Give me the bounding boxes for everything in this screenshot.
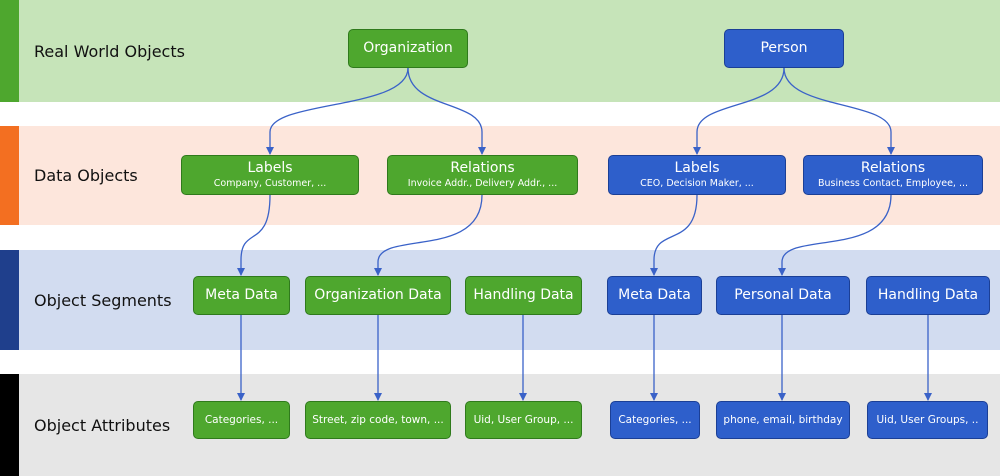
personal-data-title: Personal Data [734, 287, 832, 304]
personal-attributes-node[interactable]: phone, email, birthday [716, 401, 850, 439]
arrow-org-relations-to-orgdata [374, 194, 483, 276]
band-real-world-objects-label: Real World Objects [34, 41, 185, 61]
arrow-person-labels-to-meta [650, 194, 698, 276]
arrow-org-labels-to-meta [237, 194, 271, 276]
person-node-title: Person [760, 40, 808, 57]
person-relations-node[interactable]: Relations Business Contact, Employee, ..… [803, 155, 983, 195]
org-handling-data-node[interactable]: Handling Data [465, 276, 582, 315]
person-handling-attributes-node[interactable]: Uid, User Groups, .. [867, 401, 988, 439]
organization-data-node[interactable]: Organization Data [305, 276, 451, 315]
band-data-objects-label: Data Objects [34, 166, 138, 185]
person-meta-attributes-text: Categories, ... [618, 413, 692, 426]
organization-node[interactable]: Organization [348, 29, 468, 68]
arrow-person-relations-to-personal [778, 194, 892, 276]
person-handling-data-node[interactable]: Handling Data [866, 276, 990, 315]
org-handling-attributes-node[interactable]: Uid, User Group, ... [465, 401, 582, 439]
org-meta-attributes-node[interactable]: Categories, ... [193, 401, 290, 439]
org-meta-data-node[interactable]: Meta Data [193, 276, 290, 315]
org-relations-node[interactable]: Relations Invoice Addr., Delivery Addr.,… [387, 155, 578, 195]
org-meta-data-title: Meta Data [205, 287, 278, 304]
organization-node-title: Organization [363, 40, 453, 57]
org-relations-title: Relations [450, 159, 515, 176]
org-meta-attributes-text: Categories, ... [204, 413, 279, 426]
arrow-person-to-relations [783, 67, 895, 155]
band-object-segments-label: Object Segments [34, 290, 172, 310]
person-handling-attributes-text: Uid, User Groups, .. [876, 413, 979, 426]
organization-attributes-text: Street, zip code, town, ... [312, 413, 444, 426]
person-relations-subtitle: Business Contact, Employee, ... [817, 178, 969, 190]
organization-data-title: Organization Data [314, 287, 442, 304]
personal-attributes-text: phone, email, birthday [723, 413, 843, 426]
personal-data-node[interactable]: Personal Data [716, 276, 850, 315]
org-labels-title: Labels [247, 159, 293, 176]
person-meta-data-title: Meta Data [618, 287, 691, 304]
band-object-attributes-bar [0, 374, 19, 476]
arrow-org-to-relations [407, 67, 486, 155]
org-labels-subtitle: Company, Customer, ... [213, 178, 327, 190]
arrow-person-to-labels [693, 67, 785, 155]
person-meta-data-node[interactable]: Meta Data [607, 276, 702, 315]
band-object-segments-bar [0, 250, 19, 350]
org-handling-attributes-text: Uid, User Group, ... [473, 413, 574, 426]
band-real-world-objects-bar [0, 0, 19, 102]
person-labels-subtitle: CEO, Decision Maker, ... [640, 178, 754, 190]
org-labels-node[interactable]: Labels Company, Customer, ... [181, 155, 359, 195]
organization-attributes-node[interactable]: Street, zip code, town, ... [305, 401, 451, 439]
org-handling-data-title: Handling Data [473, 287, 574, 304]
band-data-objects-bar [0, 126, 19, 225]
person-labels-title: Labels [674, 159, 720, 176]
person-relations-title: Relations [860, 159, 926, 176]
band-object-attributes-label: Object Attributes [34, 415, 171, 435]
person-handling-data-title: Handling Data [877, 287, 979, 304]
org-relations-subtitle: Invoice Addr., Delivery Addr., ... [407, 178, 558, 190]
person-node[interactable]: Person [724, 29, 844, 68]
arrow-org-to-labels [266, 67, 409, 155]
person-labels-node[interactable]: Labels CEO, Decision Maker, ... [608, 155, 786, 195]
person-meta-attributes-node[interactable]: Categories, ... [610, 401, 700, 439]
